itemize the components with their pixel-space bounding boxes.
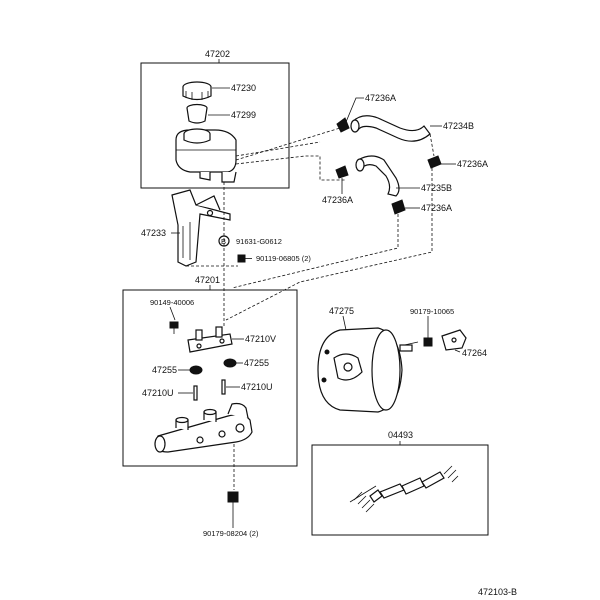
label-47235b: 47235B bbox=[421, 183, 452, 193]
grommet-47255-left[interactable] bbox=[189, 365, 203, 375]
nut-90179-booster[interactable] bbox=[423, 337, 433, 347]
reservoir-tank[interactable] bbox=[175, 128, 237, 183]
label-47234b: 47234B bbox=[443, 121, 474, 131]
reservoir-assembly-box bbox=[140, 62, 290, 189]
dash-reservoir-to-hose-b bbox=[235, 155, 345, 181]
master-cylinder-body[interactable] bbox=[154, 402, 253, 453]
clip-47236a-right[interactable] bbox=[427, 155, 442, 169]
label-47210u-left: 47210U bbox=[142, 388, 174, 398]
clip-47210v[interactable] bbox=[187, 326, 233, 353]
master-cylinder-assembly-box bbox=[122, 289, 298, 467]
label-47275: 47275 bbox=[329, 306, 354, 316]
label-90119-06805: 90119-06805 (2) bbox=[256, 254, 311, 263]
reservoir-cap[interactable] bbox=[182, 81, 212, 101]
label-47255-right: 47255 bbox=[244, 358, 269, 368]
label-47210v: 47210V bbox=[245, 334, 276, 344]
clip-47236a-left[interactable] bbox=[335, 165, 349, 179]
label-47299: 47299 bbox=[231, 110, 256, 120]
bolt-90149[interactable] bbox=[169, 321, 179, 334]
label-90179-10065: 90179-10065 bbox=[410, 307, 454, 316]
label-47236a-left: 47236A bbox=[322, 195, 353, 205]
dash-hose-to-cylinder-b bbox=[225, 168, 433, 321]
label-47202: 47202 bbox=[205, 49, 230, 59]
leader-47275 bbox=[342, 315, 347, 331]
dash-hose-to-cylinder-a bbox=[231, 214, 399, 289]
label-47236a-top: 47236A bbox=[365, 93, 396, 103]
dash-reservoir-to-hose-a bbox=[235, 141, 321, 157]
brake-booster[interactable] bbox=[317, 327, 419, 413]
label-90179-08204: 90179-08204 (2) bbox=[203, 529, 259, 538]
nut-90179-bottom[interactable] bbox=[227, 491, 239, 503]
label-47233: 47233 bbox=[141, 228, 166, 238]
hose-47235b[interactable] bbox=[355, 155, 400, 197]
pin-47210u-left[interactable] bbox=[193, 385, 198, 401]
dash-hose-to-clip-right bbox=[429, 133, 435, 157]
hose-47234b[interactable] bbox=[350, 115, 431, 142]
pushrod-assembly[interactable] bbox=[349, 465, 459, 513]
label-47236a-lower: 47236A bbox=[421, 203, 452, 213]
clevis-47264[interactable] bbox=[441, 329, 467, 351]
label-47236a-right: 47236A bbox=[457, 159, 488, 169]
dash-reservoir-top bbox=[235, 127, 341, 161]
strainer[interactable] bbox=[186, 103, 208, 124]
bolt-b-marker-letter: B bbox=[221, 237, 226, 246]
label-47230: 47230 bbox=[231, 83, 256, 93]
clip-47236a-lower[interactable] bbox=[391, 199, 406, 215]
pin-47210u-right[interactable] bbox=[221, 379, 226, 395]
label-90149-40006: 90149-40006 bbox=[150, 298, 194, 307]
diagram-code: 472103-B bbox=[478, 587, 517, 597]
bolt-90119[interactable] bbox=[237, 254, 252, 263]
label-47201: 47201 bbox=[195, 275, 220, 285]
label-91631-g0612: 91631-G0612 bbox=[236, 237, 282, 246]
leader-90149 bbox=[169, 306, 176, 321]
label-47210u-right: 47210U bbox=[241, 382, 273, 392]
label-47264: 47264 bbox=[462, 348, 487, 358]
label-04493: 04493 bbox=[388, 430, 413, 440]
bracket[interactable] bbox=[171, 189, 231, 267]
pushrod-kit-box bbox=[311, 444, 489, 536]
label-47255-left: 47255 bbox=[152, 365, 177, 375]
leader-47264 bbox=[454, 349, 461, 353]
grommet-47255-right[interactable] bbox=[223, 358, 237, 368]
leader-47236a-top bbox=[345, 97, 364, 123]
